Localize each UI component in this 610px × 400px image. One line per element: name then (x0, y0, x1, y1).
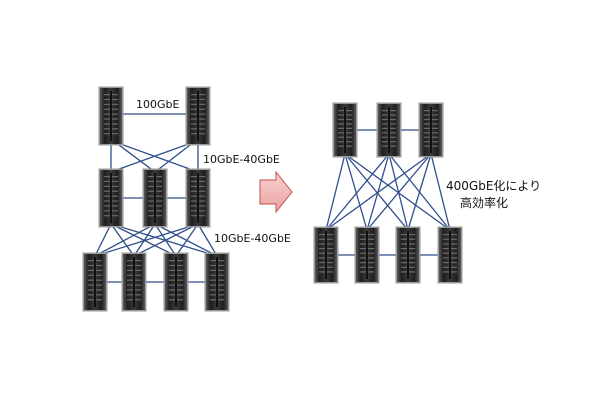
link-right-spine-leaf (344, 153, 368, 231)
link-spine-mid (114, 141, 156, 173)
link-mid-leaf (94, 223, 156, 257)
left-leaf-server (121, 252, 147, 312)
left-leaf-server (204, 252, 230, 312)
label-upper-10-40gbe: 10GbE-40GbE (203, 153, 280, 166)
link-mid-leaf (133, 223, 199, 257)
link-right-spine-leaf (366, 153, 432, 231)
link-mid-leaf (94, 223, 112, 257)
link-spine-mid (154, 141, 195, 173)
link-mid-leaf (175, 223, 199, 257)
link-right-spine-leaf (407, 153, 432, 231)
link-mid-leaf (110, 223, 135, 257)
caption-efficiency: 高効率化 (460, 195, 508, 210)
transition-arrow (259, 170, 293, 214)
link-right-spine-leaf (344, 153, 451, 231)
link-right-spine-leaf (325, 153, 346, 231)
right-leaf-server (395, 226, 421, 284)
left-leaf-server (163, 252, 189, 312)
server-racks (82, 86, 463, 312)
left-spine-server (185, 86, 211, 146)
link-mid-leaf (154, 223, 218, 257)
caption-400gbe: 400GbE化により (446, 179, 541, 193)
link-right-spine-leaf (430, 153, 451, 231)
right-leaf-server (313, 226, 339, 284)
label-100gbe: 100GbE (136, 98, 180, 111)
link-mid-leaf (110, 223, 218, 257)
label-lower-10-40gbe: 10GbE-40GbE (214, 232, 291, 245)
link-mid-leaf (94, 223, 199, 257)
left-spine-server (98, 86, 124, 146)
right-spine-server (376, 102, 402, 158)
right-spine-server (332, 102, 358, 158)
left-mid-server (98, 168, 124, 228)
right-spine-server (418, 102, 444, 158)
left-mid-server (185, 168, 211, 228)
link-right-spine-leaf (344, 153, 409, 231)
link-mid-leaf (110, 223, 177, 257)
left-mid-server (142, 168, 168, 228)
link-right-spine-leaf (325, 153, 432, 231)
right-leaf-server (437, 226, 463, 284)
link-spine-mid (110, 141, 195, 173)
link-right-spine-leaf (325, 153, 390, 231)
left-leaf-server (82, 252, 108, 312)
right-leaf-server (354, 226, 380, 284)
link-mid-leaf (197, 223, 218, 257)
link-spine-mid (114, 141, 199, 173)
